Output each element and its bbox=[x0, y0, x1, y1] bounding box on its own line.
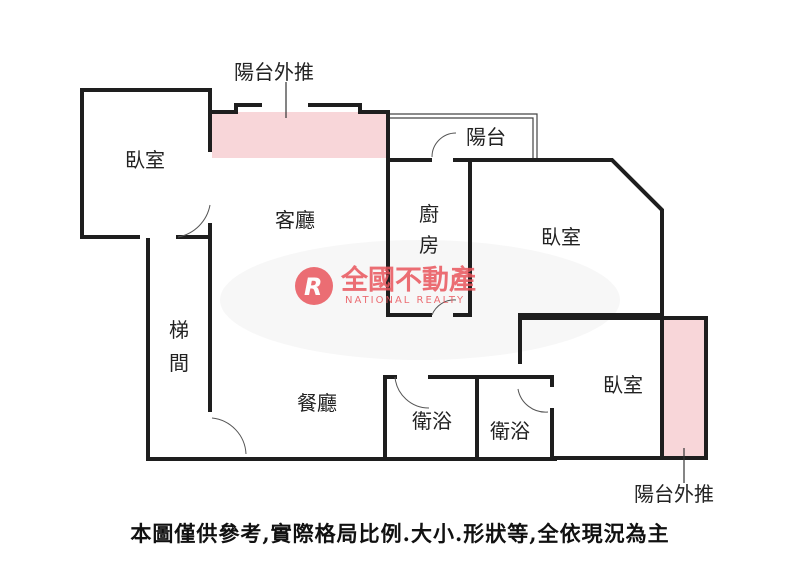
label-bath-left: 衛浴 bbox=[412, 409, 452, 433]
label-bedroom-ne: 臥室 bbox=[541, 225, 581, 249]
walls bbox=[80, 88, 708, 461]
realty-watermark: R 全國不動產 NATIONAL REALTY bbox=[295, 264, 476, 306]
realty-logo-letter: R bbox=[304, 273, 322, 301]
label-balcony: 陽台 bbox=[466, 125, 506, 149]
label-bedroom-nw: 臥室 bbox=[125, 148, 165, 172]
realty-logo-icon bbox=[295, 267, 333, 305]
label-bedroom-se: 臥室 bbox=[603, 373, 643, 397]
watermark-brand-en: NATIONAL REALTY bbox=[345, 295, 465, 306]
label-stairs-1: 梯 bbox=[169, 318, 189, 342]
callout-balcony-right: 陽台外推 bbox=[634, 482, 714, 506]
label-dining-room: 餐廳 bbox=[297, 391, 337, 415]
label-kitchen-2: 房 bbox=[419, 233, 439, 257]
label-kitchen-1: 廚 bbox=[419, 202, 439, 226]
watermark-brand: 全國不動產 bbox=[340, 264, 476, 296]
extended-balcony-top-area bbox=[212, 112, 387, 158]
label-stairs-2: 間 bbox=[169, 351, 189, 375]
extended-balcony-right-area bbox=[662, 318, 706, 458]
floor-plan: 陽台外推 陽台 臥室 客廳 廚 房 臥室 梯 間 餐廳 衛浴 衛浴 臥室 陽台外… bbox=[80, 60, 714, 506]
doors bbox=[177, 132, 549, 455]
label-bath-right: 衛浴 bbox=[490, 419, 530, 443]
label-living-room: 客廳 bbox=[275, 208, 315, 232]
balcony-outline bbox=[390, 113, 538, 158]
callout-balcony-top: 陽台外推 bbox=[234, 60, 314, 84]
disclaimer-text: 本圖僅供參考,實際格局比例.大小.形狀等,全依現況為主 bbox=[130, 521, 670, 546]
